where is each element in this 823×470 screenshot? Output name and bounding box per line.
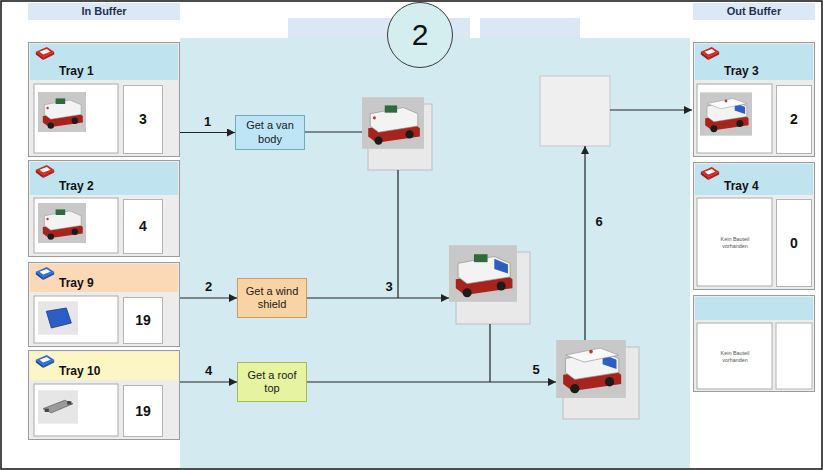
flow-line [397, 170, 398, 298]
connector-arrow [180, 297, 237, 298]
tray-name: Tray 3 [724, 45, 812, 81]
process-box: Get a van body [235, 115, 305, 150]
roof-photo [38, 390, 78, 423]
connector-arrow [180, 381, 237, 382]
flow-line [305, 131, 362, 132]
van-photo [38, 92, 86, 132]
connector-arrow [180, 132, 235, 133]
circle-number: 2 [388, 3, 452, 67]
buffer-header: In Buffer [28, 3, 180, 20]
tray-icon [701, 47, 719, 60]
tray-box: Tray 9 19 [28, 262, 180, 347]
image-cell [34, 198, 118, 253]
tray-name: Tray 10 [59, 353, 177, 381]
tray-band [30, 162, 178, 195]
image-cell [697, 84, 772, 153]
tray-name: Tray 2 [59, 163, 177, 196]
van-photo [362, 97, 424, 149]
count-box: 4 [123, 199, 163, 254]
image-cell [697, 198, 772, 286]
count-box: 2 [776, 85, 812, 154]
tray-box: Tray 1 3 [28, 42, 180, 157]
image-cell [34, 384, 118, 436]
count-box: 19 [123, 297, 163, 344]
tray-ground [693, 295, 815, 392]
windshield-photo [38, 301, 78, 334]
count-box: 19 [123, 385, 163, 437]
buffer-header: Out Buffer [693, 3, 815, 20]
tray-name: Tray 9 [59, 265, 177, 293]
tray-ground [28, 42, 180, 157]
van-photo [38, 203, 86, 243]
tray-band [695, 297, 813, 320]
empty-note: Kein Bauteil vorhanden [718, 324, 752, 390]
count-box: 3 [123, 85, 163, 154]
header-strip [480, 18, 580, 38]
tray-icon [36, 355, 54, 368]
count-number: 4 [124, 200, 162, 253]
callout-circle: 2 [387, 2, 453, 68]
process-box: Get a roof top [237, 362, 307, 402]
tray-box: Tray 10 19 [28, 350, 180, 440]
count-box: 0 [776, 199, 812, 287]
tray-icon [36, 267, 54, 280]
step-number: 2 [199, 279, 219, 295]
tray-name: Tray 4 [724, 165, 812, 196]
image-cell [34, 296, 118, 343]
tray-icon [701, 167, 719, 180]
flow-arrow [307, 381, 556, 382]
image-cell [34, 84, 118, 153]
count-number: 19 [124, 386, 162, 436]
process-box: Get a wind shield [237, 278, 307, 318]
tray-name: Tray 1 [59, 45, 177, 81]
empty-note: Kein Bauteil vorhanden [718, 199, 752, 287]
flow-line [489, 324, 490, 382]
tray-band [695, 164, 813, 195]
tray-icon [36, 165, 54, 178]
count-number: 2 [777, 86, 811, 153]
step-number: 6 [593, 214, 605, 230]
step-number: 3 [383, 279, 395, 295]
tray-box: Tray 4Kein Bauteil vorhanden 0 [693, 162, 815, 290]
count-cell [776, 323, 812, 389]
step-number: 1 [198, 114, 218, 130]
tray-box: Kein Bauteil vorhanden [693, 295, 815, 392]
van-photo [700, 92, 752, 135]
tray-band [30, 352, 178, 380]
process-text: Get a roof top [238, 363, 306, 401]
tray-ground [693, 162, 815, 290]
process-area [180, 38, 690, 468]
empty-image-box [540, 76, 610, 146]
tray-band [30, 264, 178, 292]
step-number: 5 [530, 362, 542, 378]
count-number: 3 [124, 86, 162, 153]
count-number: 0 [777, 200, 811, 286]
count-number: 19 [124, 298, 162, 343]
process-text: Get a wind shield [238, 279, 306, 317]
van-photo [556, 340, 626, 398]
flow-arrow [307, 297, 449, 298]
header-text: In Buffer [28, 3, 180, 20]
tray-box: Tray 3 2 [693, 42, 815, 157]
tray-ground [28, 262, 180, 347]
flow-arrow [610, 109, 692, 110]
tray-band [30, 44, 178, 80]
process-text: Get a van body [236, 116, 304, 149]
tray-ground [693, 42, 815, 157]
tray-ground [28, 350, 180, 440]
tray-ground [28, 160, 180, 257]
header-text: Out Buffer [693, 3, 815, 20]
image-cell [697, 323, 772, 389]
tray-box: Tray 2 4 [28, 160, 180, 257]
tray-icon [36, 47, 54, 60]
tray-band [695, 44, 813, 80]
flow-arrow [584, 146, 585, 340]
step-number: 4 [199, 363, 219, 379]
van-photo [449, 245, 517, 302]
